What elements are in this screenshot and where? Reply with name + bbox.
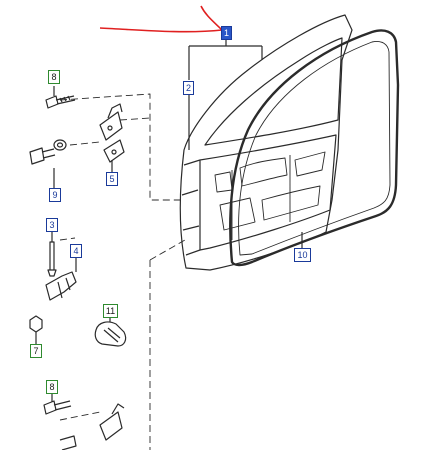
door-window-frame bbox=[204, 37, 343, 146]
upper-hinge bbox=[99, 103, 125, 163]
callout-door-shell: 2 bbox=[183, 81, 194, 95]
callout-check-strap: 4 bbox=[70, 244, 82, 258]
leader-lines-main bbox=[188, 40, 263, 80]
washer-bolt bbox=[29, 139, 67, 165]
check-strap-nut bbox=[29, 315, 43, 333]
door-pad bbox=[94, 321, 127, 347]
callout-pad: 11 bbox=[103, 304, 118, 318]
check-strap bbox=[45, 271, 77, 301]
callout-main: 1 bbox=[221, 26, 232, 40]
callout-weatherstrip: 10 bbox=[294, 248, 311, 262]
callout-washer-bolt: 9 bbox=[49, 188, 61, 202]
callout-check-strap-nut: 7 bbox=[30, 344, 42, 358]
callout-hinge-bolt-bottom: 8 bbox=[46, 380, 58, 394]
hinge-bolt-top bbox=[45, 95, 76, 109]
door-hinge-edge bbox=[181, 159, 201, 256]
lower-hinge bbox=[59, 403, 125, 450]
door-shell bbox=[179, 14, 353, 271]
door-inner-panel bbox=[199, 134, 337, 251]
callout-upper-hinge: 5 bbox=[106, 172, 118, 186]
dashed-phantom-lines bbox=[59, 93, 186, 450]
weatherstrip-inner bbox=[238, 41, 391, 256]
callout-hinge-bolt-top: 8 bbox=[48, 70, 60, 84]
red-annotation-line bbox=[99, 5, 223, 33]
check-strap-pin bbox=[47, 241, 57, 277]
callout-check-strap-pin: 3 bbox=[46, 218, 58, 232]
weatherstrip-seal bbox=[229, 29, 400, 267]
hinge-bolt-bottom bbox=[43, 400, 72, 415]
